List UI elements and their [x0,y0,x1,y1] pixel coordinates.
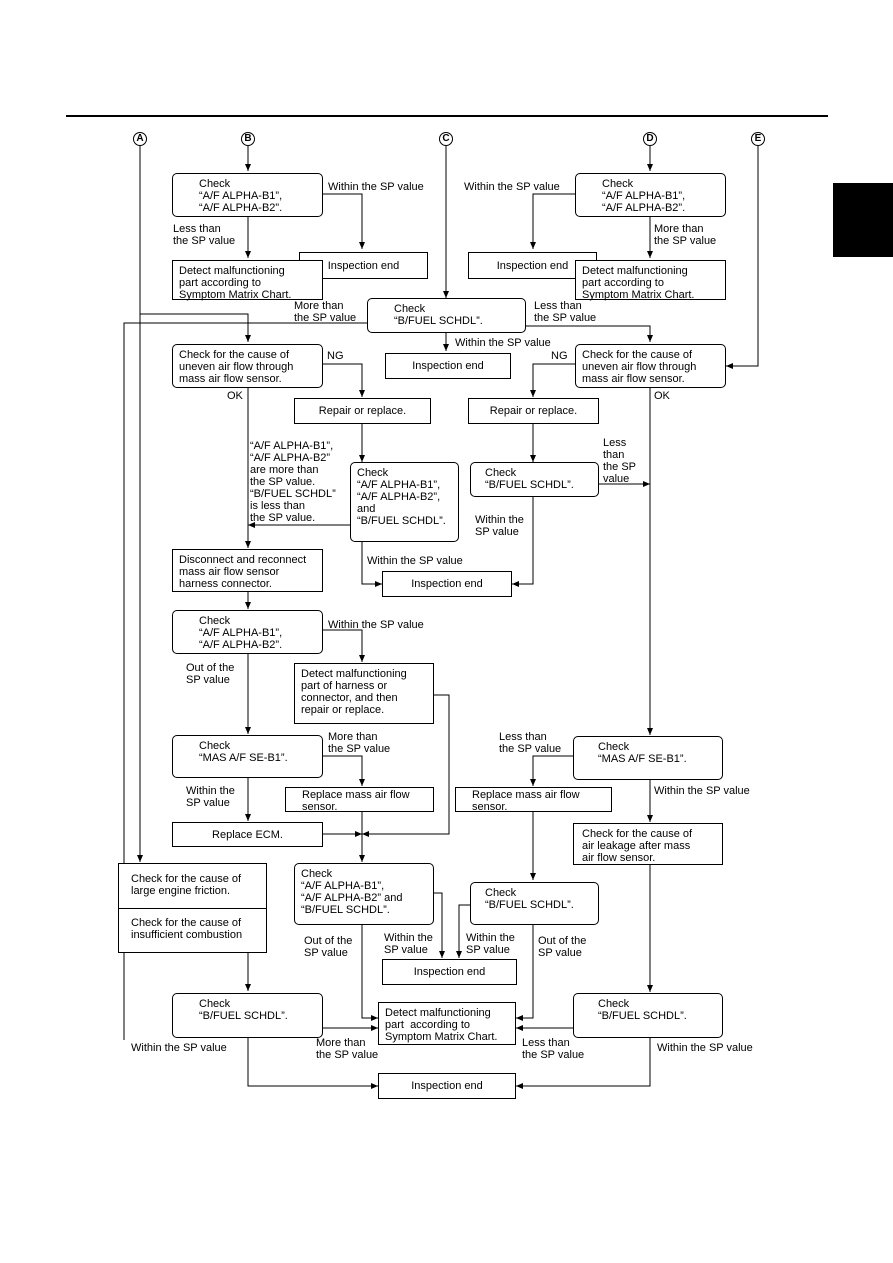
section-tab [833,183,893,257]
detect-malfunction-box-b: Detect malfunctioning part according to … [172,260,323,301]
label-within-sp-mas: Within the SP value [186,785,235,809]
check-af-alpha-box-d: Check “A/F ALPHA-B1”, “A/F ALPHA-B2”. [575,173,726,217]
check-bfuel-box-bottom-right: Check “B/FUEL SCHDL”. [573,993,723,1038]
label-more-than-sp-c: More than the SP value [294,300,357,324]
replace-ecm-box: Replace ECM. [172,822,323,847]
label-ok-left: OK [227,390,243,402]
label-more-than-sp-bottom: More than the SP value [316,1037,379,1061]
engine-friction-combustion-box: Check for the cause of large engine fric… [118,863,267,953]
check-uneven-airflow-box-right: Check for the cause of uneven air flow t… [575,344,726,388]
label-less-than-sp-b: Less than the SP value [173,223,236,247]
inspection-end-box-mid: Inspection end [382,571,512,597]
label-af-more-bfuel-less: “A/F ALPHA-B1”, “A/F ALPHA-B2” are more … [250,440,336,524]
label-within-sp-d: Within the SP value [464,181,560,193]
label-out-of-sp-low: Out of the SP value [304,935,353,959]
connector-d: D [643,132,657,146]
connector-b: B [241,132,255,146]
check-bfuel-box-bottom-left: Check “B/FUEL SCHDL”. [172,993,323,1038]
connector-c: C [439,132,453,146]
friction-text: Check for the cause of large engine fric… [131,873,242,897]
label-within-sp-lower: Within the SP value [328,619,424,631]
label-within-sp-bottom-left: Within the SP value [131,1042,227,1054]
detect-malfunction-box-d: Detect malfunctioning part according to … [575,260,726,301]
label-within-sp-low: Within the SP value [384,932,433,956]
label-within-sp-mas-right: Within the SP value [654,785,750,797]
label-more-than-sp-d: More than the SP value [654,223,717,247]
check-air-leakage-box: Check for the cause of air leakage after… [573,823,723,865]
combustion-text: Check for the cause of insufficient comb… [131,917,243,941]
detect-malfunction-box-bottom: Detect malfunctioning part according to … [378,1002,516,1045]
box-divider [119,908,266,909]
inspection-end-box-low: Inspection end [382,959,517,985]
detect-harness-box: Detect malfunctioning part of harness or… [294,663,434,724]
label-less-than-sp-right: Less than the SP value [603,437,637,485]
label-less-than-sp-bottom: Less than the SP value [522,1037,585,1061]
check-af-alpha-box-b: Check “A/F ALPHA-B1”, “A/F ALPHA-B2”. [172,173,323,217]
check-bfuel-box-right-upper: Check “B/FUEL SCHDL”. [470,462,599,497]
label-out-of-sp-right-mid: Out of the SP value [538,935,587,959]
label-within-sp-right-mid: Within the SP value [466,932,515,956]
inspection-end-box-c: Inspection end [385,353,511,379]
inspection-end-box-bottom: Inspection end [378,1073,516,1099]
replace-maf-box-right: Replace mass air flow sensor. [455,787,612,813]
label-out-of-sp: Out of the SP value [186,662,235,686]
inspection-end-box-d: Inspection end [468,252,597,279]
check-af-bfuel-box-mid: Check “A/F ALPHA-B1”, “A/F ALPHA-B2”, an… [350,462,459,542]
label-more-than-sp-mas: More than the SP value [328,731,391,755]
label-within-sp-right: Within the SP value [475,514,524,538]
check-af-bfuel-box-low: Check “A/F ALPHA-B1”, “A/F ALPHA-B2” and… [294,863,434,925]
header-rule [66,115,828,117]
check-bfuel-box-c: Check “B/FUEL SCHDL”. [367,298,526,333]
connector-a: A [133,132,147,146]
check-mas-box-right: Check “MAS A/F SE-B1”. [573,736,723,780]
check-mas-box-left: Check “MAS A/F SE-B1”. [172,735,323,778]
disconnect-reconnect-box: Disconnect and reconnect mass air flow s… [172,549,323,592]
check-af-alpha-box-lower: Check “A/F ALPHA-B1”, “A/F ALPHA-B2”. [172,610,323,654]
label-ng-right: NG [551,350,568,362]
repair-replace-box-right: Repair or replace. [468,398,599,424]
label-within-sp-mid: Within the SP value [367,555,463,567]
label-less-than-sp-c: Less than the SP value [534,300,597,324]
label-within-sp-bottom-right: Within the SP value [657,1042,753,1054]
replace-maf-box-left: Replace mass air flow sensor. [285,787,434,813]
label-ng-left: NG [327,350,344,362]
label-less-than-sp-mas-right: Less than the SP value [499,731,562,755]
check-bfuel-box-right-mid: Check “B/FUEL SCHDL”. [470,882,599,925]
label-within-sp-b: Within the SP value [328,181,424,193]
connector-e: E [751,132,765,146]
label-within-sp-c: Within the SP value [455,337,551,349]
repair-replace-box-left: Repair or replace. [294,398,431,424]
check-uneven-airflow-box-left: Check for the cause of uneven air flow t… [172,344,323,388]
label-ok-right: OK [654,390,670,402]
